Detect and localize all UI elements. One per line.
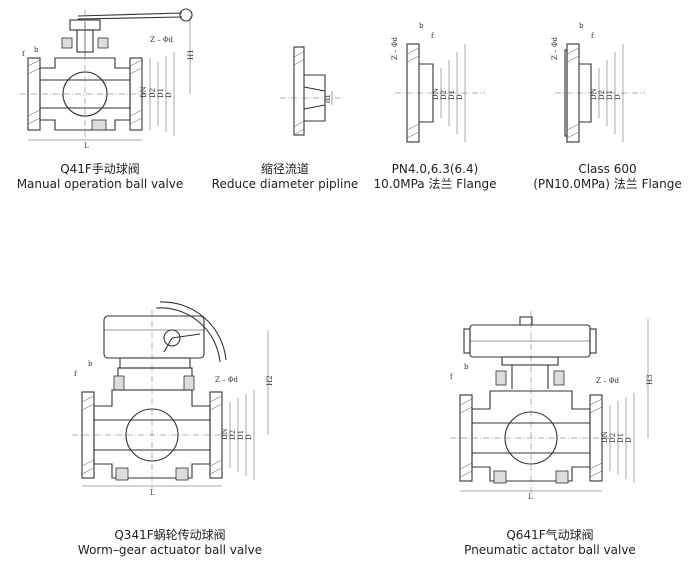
dim-f: f: [74, 370, 78, 378]
caption-manual: Q41F手动球阀 Manual operation ball valve: [0, 162, 200, 192]
dim-D2: D2: [598, 90, 606, 100]
caption-worm-model: Q341F蜗轮传动球阀: [114, 528, 226, 542]
dim-H1: H1: [187, 49, 195, 60]
dim-L: L: [84, 142, 89, 150]
reduce-diameter-drawing: d1: [270, 35, 350, 145]
dim-b: b: [34, 46, 39, 54]
dim-D: D: [245, 434, 253, 440]
caption-worm: Q341F蜗轮传动球阀 Worm–gear actuator ball valv…: [60, 528, 280, 558]
dim-D: D: [456, 94, 464, 100]
dim-Zd: Z – Φd: [391, 36, 399, 60]
reduce-diameter-svg: d1: [280, 46, 340, 136]
caption-class600-name: (PN10.0MPa) 法兰 Flange: [533, 177, 682, 191]
dim-D1: D1: [157, 88, 165, 98]
dim-DN: DN: [140, 86, 148, 98]
dim-b: b: [88, 360, 93, 368]
pneumatic-valve-svg: L DN D2 D1 D H3 Z – Φd f b: [450, 311, 654, 501]
dim-L: L: [528, 493, 533, 501]
dim-L: L: [150, 489, 155, 497]
dim-f: f: [431, 32, 435, 40]
dim-b: b: [579, 22, 584, 30]
dim-d1: d1: [324, 94, 332, 103]
caption-pn4: PN4.0,6.3(6.4) 10.0MPa 法兰 Flange: [360, 162, 510, 192]
dim-DN: DN: [601, 431, 609, 443]
dim-Zd: Z – Φd: [215, 376, 239, 384]
dim-H2: H2: [266, 375, 274, 386]
caption-pn4-model: PN4.0,6.3(6.4): [391, 162, 479, 176]
dim-D2: D2: [229, 430, 237, 440]
dim-D2: D2: [440, 90, 448, 100]
dim-D1: D1: [237, 430, 245, 440]
dim-D2: D2: [609, 433, 617, 443]
dim-Zd: Z – Φd: [551, 36, 559, 60]
caption-reduce-model: 缩径流道: [260, 162, 309, 176]
dim-D1: D1: [448, 90, 456, 100]
manual-valve-drawing: L DN D2 D1 D H1 Z – Φd f b: [0, 0, 230, 150]
dim-DN: DN: [221, 428, 229, 440]
pn4-flange-drawing: DN D2 D1 D Z – Φd b f: [385, 20, 495, 150]
dim-f: f: [591, 32, 595, 40]
dim-f: f: [22, 50, 26, 58]
caption-reduce: 缩径流道 Reduce diameter pipline: [205, 162, 365, 192]
dim-f: f: [450, 373, 454, 381]
dim-H3: H3: [646, 374, 654, 385]
dim-Zd: Z – Φd: [596, 377, 620, 385]
dim-D: D: [614, 94, 622, 100]
worm-gear-valve-svg: L DN D2 D1 D H2 Z – Φd f b: [72, 301, 274, 497]
dim-b: b: [419, 22, 424, 30]
dim-DN: DN: [432, 88, 440, 100]
caption-manual-name: Manual operation ball valve: [16, 177, 184, 191]
dim-D: D: [165, 92, 173, 98]
pn4-flange-svg: DN D2 D1 D Z – Φd b f: [391, 22, 485, 143]
worm-gear-valve-drawing: L DN D2 D1 D H2 Z – Φd f b: [60, 290, 280, 500]
class600-flange-svg: DN D2 D1 D Z – Φd b f: [551, 22, 645, 143]
dim-b: b: [464, 363, 469, 371]
caption-worm-name: Worm–gear actuator ball valve: [77, 543, 263, 557]
pneumatic-valve-drawing: L DN D2 D1 D H3 Z – Φd f b: [440, 305, 670, 501]
caption-pn4-name: 10.0MPa 法兰 Flange: [373, 177, 497, 191]
caption-manual-model: Q41F手动球阀: [60, 162, 140, 176]
caption-class600: Class 600 (PN10.0MPa) 法兰 Flange: [520, 162, 695, 192]
caption-pneumatic-model: Q641F气动球阀: [506, 528, 594, 542]
caption-pneumatic-name: Pneumatic actator ball valve: [464, 543, 636, 557]
caption-pneumatic: Q641F气动球阀 Pneumatic actator ball valve: [440, 528, 660, 558]
dim-D1: D1: [617, 433, 625, 443]
dim-D1: D1: [606, 90, 614, 100]
dim-D2: D2: [149, 88, 157, 98]
caption-reduce-name: Reduce diameter pipline: [211, 177, 359, 191]
dim-D: D: [625, 437, 633, 443]
dim-Zd: Z – Φd: [150, 36, 174, 44]
caption-class600-model: Class 600: [578, 162, 637, 176]
manual-valve-svg: L DN D2 D1 D H1 Z – Φd f b: [20, 8, 195, 150]
dim-DN: DN: [590, 88, 598, 100]
class600-flange-drawing: DN D2 D1 D Z – Φd b f: [545, 20, 655, 150]
